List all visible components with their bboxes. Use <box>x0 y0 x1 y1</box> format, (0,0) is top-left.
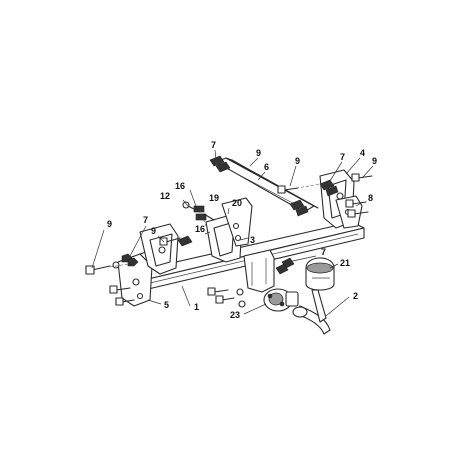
callout-2: 2 <box>353 291 358 301</box>
callout-19: 19 <box>209 193 219 203</box>
callout-9-mid: 9 <box>295 156 300 166</box>
alignment-lines <box>109 183 323 268</box>
callout-3: 3 <box>250 235 255 245</box>
bolt-stack-16 <box>182 201 215 221</box>
callout-1: 1 <box>194 302 199 312</box>
callout-21: 21 <box>340 258 350 268</box>
callout-8: 8 <box>368 193 373 203</box>
callout-7-left: 7 <box>143 215 148 225</box>
left-upper-bracket <box>139 223 179 275</box>
callout-20: 20 <box>232 198 242 208</box>
callout-9-right: 9 <box>372 156 377 166</box>
callout-4: 4 <box>360 148 365 158</box>
callout-9-left: 9 <box>107 219 112 229</box>
callout-16-top: 16 <box>175 181 185 191</box>
callout-7-centre: 7 <box>321 247 326 257</box>
fastener-set <box>85 155 373 308</box>
callout-9-centre: 9 <box>151 226 156 236</box>
bolt-right-8 <box>345 199 369 218</box>
bolt-right-9 <box>277 173 373 194</box>
clamp-7-top <box>209 155 231 173</box>
electrical-socket <box>263 288 299 312</box>
centre-bracket <box>205 197 253 263</box>
bolt-left-9 <box>85 261 120 275</box>
callout-7-top: 7 <box>211 140 216 150</box>
tow-ball-cover <box>305 257 335 291</box>
clamp-7-right <box>319 179 339 197</box>
clamp-bar-right <box>289 199 309 217</box>
nut-set-left <box>121 253 139 267</box>
callout-9-top: 9 <box>256 148 261 158</box>
clamp-7-centre <box>275 257 295 275</box>
bolt-centre-lower <box>207 287 246 308</box>
hitch-mount-plate <box>243 249 275 293</box>
callout-labels: 7 9 6 9 7 4 9 16 12 19 20 8 9 7 9 16 3 7… <box>107 140 377 320</box>
clamp-centre-left <box>177 235 193 247</box>
bolt-left-lower <box>109 285 135 306</box>
leader-lines <box>91 149 374 317</box>
callout-23: 23 <box>230 310 240 320</box>
callout-7-right: 7 <box>340 152 345 162</box>
callout-12: 12 <box>160 191 170 201</box>
callout-16-lower: 16 <box>195 224 205 234</box>
callout-6: 6 <box>264 162 269 172</box>
callout-5: 5 <box>164 300 169 310</box>
